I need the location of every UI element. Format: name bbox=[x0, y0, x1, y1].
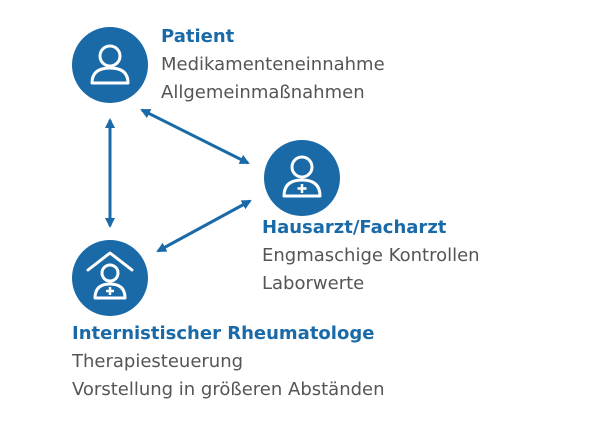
rheumatologe-label: Internistischer Rheumatologe Therapieste… bbox=[72, 322, 385, 404]
person-icon bbox=[90, 44, 130, 85]
arrow-hausarzt-rheumatologe bbox=[156, 199, 252, 253]
hausarzt-label: Hausarzt/Facharzt Engmaschige Kontrollen… bbox=[262, 216, 480, 298]
hausarzt-title: Hausarzt/Facharzt bbox=[262, 217, 447, 238]
patient-line-1: Medikamenteneinnahme bbox=[161, 54, 385, 75]
arrow-patient-hausarzt bbox=[140, 108, 250, 165]
rheumatologe-line-1: Therapiesteuerung bbox=[72, 351, 244, 372]
patient-line-2: Allgemeinmaßnahmen bbox=[161, 82, 365, 103]
doctor-house-icon bbox=[86, 251, 134, 300]
patient-label: Patient Medikamenteneinnahme Allgemeinma… bbox=[161, 25, 385, 107]
hausarzt-line-1: Engmaschige Kontrollen bbox=[262, 245, 480, 266]
rheumatologe-title: Internistischer Rheumatologe bbox=[72, 323, 375, 344]
rheumatologe-line-2: Vorstellung in größeren Abständen bbox=[72, 379, 385, 400]
doctor-icon bbox=[282, 155, 322, 198]
rheumatologe-node bbox=[72, 240, 148, 316]
patient-node bbox=[72, 27, 148, 103]
hausarzt-node bbox=[264, 140, 340, 216]
patient-title: Patient bbox=[161, 26, 235, 47]
hausarzt-line-2: Laborwerte bbox=[262, 273, 365, 294]
